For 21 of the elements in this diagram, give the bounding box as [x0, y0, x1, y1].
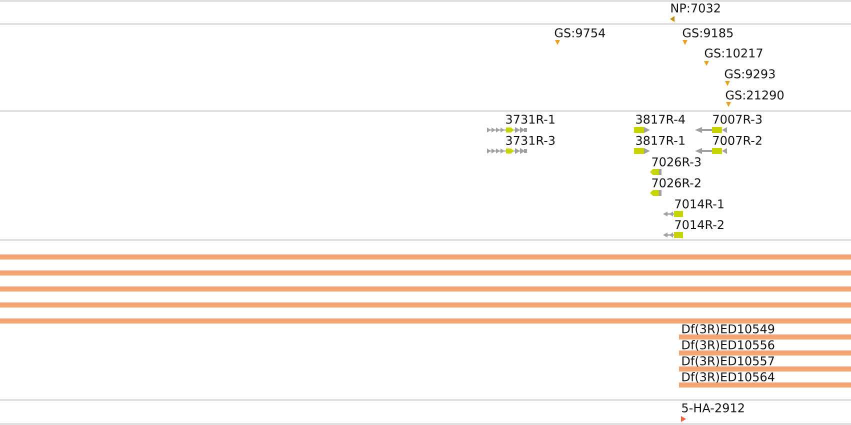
feature-label: 7007R-2: [713, 136, 762, 145]
feature-label: GS:9185: [682, 28, 733, 38]
feature-label: GS:10217: [704, 48, 762, 58]
feature-label: 7014R-2: [675, 220, 724, 230]
feature-label: 7026R-2: [652, 178, 700, 188]
feature-label: 3817R-4: [636, 114, 685, 124]
feature-label: 5-HA-2912: [682, 403, 744, 412]
feature-label: Df(3R)ED10564: [682, 372, 774, 383]
feature-label: 3731R-1: [506, 114, 554, 124]
feature-label: GS:9293: [724, 69, 775, 78]
feature-label: Df(3R)ED10557: [682, 356, 774, 367]
feature-label: 7007R-3: [713, 114, 762, 124]
feature-label: GS:21290: [726, 90, 784, 100]
feature-label: NP:7032: [671, 4, 720, 13]
feature-label: 3731R-3: [506, 136, 555, 145]
feature-label: GS:9754: [554, 28, 606, 38]
feature-label: Df(3R)ED10549: [682, 324, 774, 335]
feature-label: 7014R-1: [675, 199, 724, 208]
feature-label: 3817R-1: [636, 136, 684, 145]
feature-label: Df(3R)ED10556: [682, 340, 774, 351]
feature-label: 7026R-3: [652, 157, 701, 166]
